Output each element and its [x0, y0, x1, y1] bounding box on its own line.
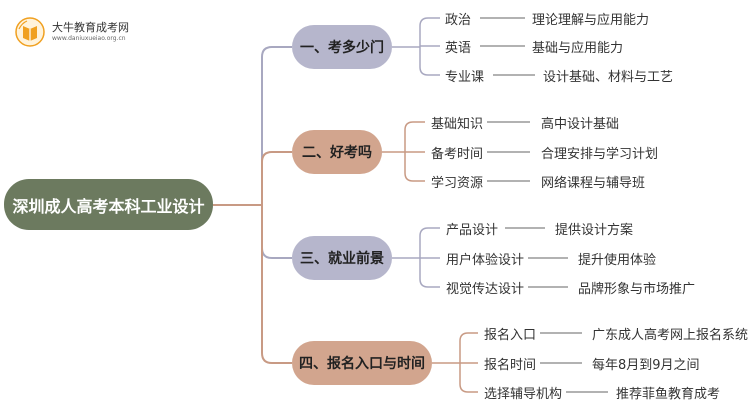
- branch-2-item-1-line: [404, 121, 425, 152]
- branch-4-item-2-label: 报名时间: [484, 358, 537, 373]
- root-node: 深圳成人高考本科工业设计: [4, 179, 213, 230]
- branch-1-connectors: [392, 17, 535, 76]
- branch-3-item-2-label: 用户体验设计: [446, 253, 525, 268]
- branch-4-item-1-line: [459, 332, 478, 363]
- branch-1-item-1-line: [419, 17, 440, 47]
- branch-1-item-2-label: 英语: [445, 41, 472, 56]
- branch-4-item-1-detail: 广东成人高考网上报名系统: [592, 328, 749, 343]
- branch-4-connectors: [432, 332, 608, 393]
- branch-2-connectors: [382, 121, 530, 182]
- root-to-branch-3-line: [261, 205, 292, 259]
- branch-4-item-3-line: [459, 363, 478, 393]
- branch-3-item-1-detail: 提供设计方案: [555, 223, 634, 238]
- branch-4-item-3-detail: 推荐菲鱼教育成考: [616, 387, 721, 402]
- branch-3-item-3-detail: 品牌形象与市场推广: [578, 282, 696, 297]
- branch-1-item-3-line: [419, 47, 440, 76]
- branch-2-item-2-label: 备考时间: [431, 147, 484, 162]
- branch-3-item-2-detail: 提升使用体验: [578, 253, 657, 268]
- branch-1-item-2-detail: 基础与应用能力: [532, 41, 624, 56]
- branch-1-item-1-label: 政治: [445, 13, 472, 28]
- branch-2-item-3-line: [404, 152, 425, 182]
- branch-3-item-1-label: 产品设计: [446, 223, 499, 238]
- branch-2-item-1-detail: 高中设计基础: [541, 117, 620, 132]
- branch-2-item-2-detail: 合理安排与学习计划: [541, 147, 659, 162]
- branch-3-item-1-line: [419, 227, 440, 258]
- branch-3-item-3-label: 视觉传达设计: [446, 282, 525, 297]
- branch-4-item-2-detail: 每年8月到9月之间: [592, 358, 700, 373]
- logo-title: 大牛教育成考网: [52, 21, 129, 34]
- site-logo[interactable]: 大牛教育成考网 www.daniuxueiao.org.cn: [14, 16, 154, 50]
- branch-1-item-1-detail: 理论理解与应用能力: [532, 13, 650, 28]
- root-to-branch-1-line: [261, 46, 292, 205]
- branch-4-item-3-label: 选择辅导机构: [484, 387, 563, 402]
- branch-1-item-3-detail: 设计基础、材料与工艺: [543, 70, 674, 85]
- root-connectors: [213, 46, 292, 364]
- branch-2-item-1-label: 基础知识: [431, 117, 484, 132]
- branch-1-item-3-label: 专业课: [445, 70, 485, 85]
- branch-node-exam-subjects: 一、考多少门: [292, 25, 392, 69]
- logo-url: www.daniuxueiao.org.cn: [52, 35, 126, 42]
- root-to-branch-2-line: [261, 151, 292, 205]
- branch-node-registration: 四、报名入口与时间: [292, 341, 432, 385]
- root-to-branch-4-line: [261, 205, 292, 364]
- branch-2-item-3-detail: 网络课程与辅导班: [541, 176, 646, 191]
- book-logo-icon: [15, 17, 45, 47]
- branch-node-difficulty: 二、好考吗: [292, 130, 382, 174]
- branch-3-item-3-line: [419, 258, 440, 288]
- branch-2-item-3-label: 学习资源: [431, 176, 484, 191]
- branch-3-connectors: [392, 227, 568, 288]
- branch-4-item-1-label: 报名入口: [484, 328, 537, 343]
- branch-node-career-prospects: 三、就业前景: [292, 236, 392, 280]
